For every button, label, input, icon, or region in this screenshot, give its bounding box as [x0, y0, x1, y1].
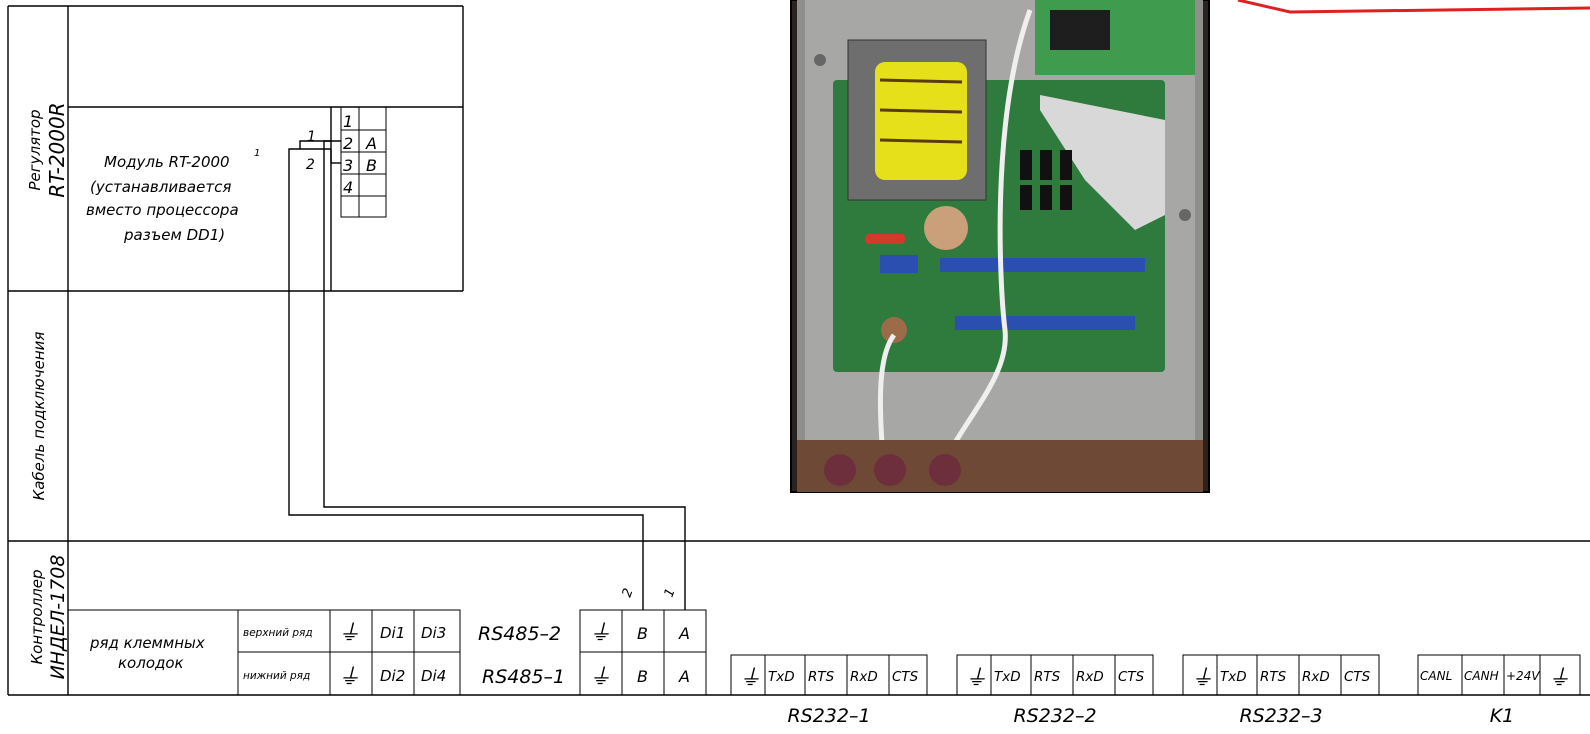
- cable-label: Кабель подключения: [30, 332, 48, 501]
- rs232-box: [730, 654, 928, 696]
- rs232-pin-label: TxD: [768, 669, 795, 685]
- rs485-wire-marker-1: 1: [662, 586, 679, 599]
- wire-label-1: 1: [307, 129, 316, 145]
- k1-pin-label: +24V: [1506, 669, 1540, 683]
- rs485-1-pin-a: A: [678, 667, 690, 686]
- regulator-label-line1: Регулятор: [26, 109, 44, 190]
- connector-pin-4: 4: [343, 178, 353, 197]
- terminal-block-label-2: колодок: [118, 654, 184, 672]
- rs232-pin-label: CTS: [1344, 669, 1371, 685]
- ground-icon: ⏚: [739, 666, 761, 691]
- connector-pin-3: 3: [343, 156, 353, 175]
- cable-wires: 1 2 2 1: [288, 129, 686, 610]
- rs232-pin-label: RTS: [1034, 669, 1061, 685]
- terminal-di3: Di3: [421, 624, 446, 642]
- circuit-board-photo: [790, 0, 1210, 493]
- rs232-pin-label: RxD: [850, 669, 878, 685]
- annotation-arrow: [1237, 0, 1590, 14]
- k1-pin-label: CANL: [1420, 669, 1452, 683]
- rs232-port-name: RS232–2: [1013, 705, 1096, 727]
- regulator-label-line2: RT-2000R: [45, 102, 69, 197]
- k1-name: K1: [1490, 705, 1515, 727]
- connector-signal-b: B: [366, 156, 377, 175]
- ground-icon: ⏚: [1191, 666, 1213, 691]
- ground-icon: ⏚: [965, 666, 987, 691]
- terminal-di1: Di1: [380, 624, 405, 642]
- module-line-2: (устанавливается: [90, 178, 231, 196]
- rs232-ports: ⏚ TxD RTS RxD CTS RS232–1 ⏚ TxD RTS RxD CTS RS232–2…: [730, 654, 1581, 727]
- ground-icon: ⏚: [338, 621, 360, 646]
- rs232-pin-label: RTS: [1260, 669, 1287, 685]
- module-description: Модуль RT-2000 1 (устанавливается вместо…: [86, 148, 260, 244]
- ground-icon: ⏚: [589, 665, 611, 690]
- ground-icon: ⏚: [589, 621, 611, 646]
- module-line-3: вместо процессора: [86, 201, 239, 219]
- rs232-box: [956, 654, 1154, 696]
- rs232-port-name: RS232–3: [1239, 705, 1322, 727]
- ground-icon: ⏚: [1548, 666, 1570, 691]
- upper-row-label: верхний ряд: [243, 627, 313, 639]
- rs232-pin-label: TxD: [1220, 669, 1247, 685]
- module-line-1: Модуль RT-2000: [104, 153, 230, 171]
- lower-row-label: нижний ряд: [243, 670, 310, 682]
- terminal-block: ряд клеммных колодок верхний ряд нижний …: [67, 609, 461, 696]
- rs232-pin-label: CTS: [892, 669, 919, 685]
- k1-box: [1417, 654, 1581, 696]
- terminal-block-label-1: ряд клеммных: [89, 634, 205, 652]
- controller-label-line1: Контроллер: [28, 570, 46, 665]
- module-connector: 1 2 3 4 A B: [340, 106, 387, 218]
- controller-label-line2: ИНДЕЛ-1708: [47, 555, 69, 680]
- connector-pin-1: 1: [343, 112, 353, 131]
- k1-pin-label: CANH: [1464, 669, 1499, 683]
- module-footnote: 1: [254, 148, 260, 159]
- rs232-pin-label: RxD: [1302, 669, 1330, 685]
- rs485-2-label: RS485–2: [478, 623, 561, 645]
- rs485-1-pin-b: B: [637, 667, 648, 686]
- rs485-1-label: RS485–1: [482, 666, 565, 688]
- module-line-4: разъем DD1): [123, 226, 225, 244]
- wire-label-2: 2: [306, 157, 315, 173]
- rs485-2-pin-b: B: [637, 624, 648, 643]
- rs485-block: RS485–2 RS485–1 ⏚ ⏚ B A B A: [478, 609, 707, 696]
- rs232-box: [1182, 654, 1380, 696]
- rs232-pin-label: CTS: [1118, 669, 1145, 685]
- connector-pin-2: 2: [343, 134, 353, 153]
- rs232-pin-label: RTS: [808, 669, 835, 685]
- rs485-wire-marker-2: 2: [620, 586, 637, 599]
- rs232-pin-label: RxD: [1076, 669, 1104, 685]
- terminal-di2: Di2: [380, 667, 405, 685]
- terminal-di4: Di4: [421, 667, 446, 685]
- connector-signal-a: A: [365, 134, 377, 153]
- ground-icon: ⏚: [338, 665, 360, 690]
- rs232-port-name: RS232–1: [787, 705, 870, 727]
- rs485-2-pin-a: A: [678, 624, 690, 643]
- rs232-pin-label: TxD: [994, 669, 1021, 685]
